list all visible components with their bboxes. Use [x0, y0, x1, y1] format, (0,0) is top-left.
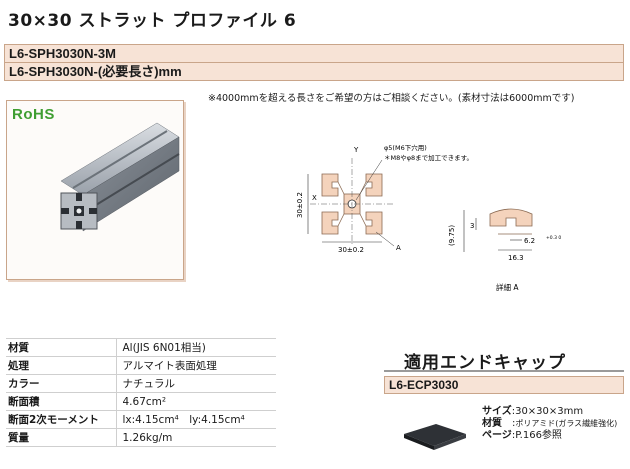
product-photo: [6, 100, 184, 280]
height-dimension: 30±0.2: [296, 192, 304, 218]
end-cap-divider: [384, 370, 624, 372]
hole-label: φ5(M6下穴用): [384, 143, 427, 152]
spec-value-area: 4.67cm²: [115, 392, 276, 411]
spec-value-material: Al(JIS 6N01相当): [115, 338, 276, 357]
table-row: カラー ナチュラル: [6, 374, 276, 393]
width-dimension: 30±0.2: [338, 246, 364, 254]
cross-section-drawing: Y X φ5(M6下穴用) ＊M8やφ8まで加工できます。 30±0.2 30±…: [296, 143, 470, 254]
spec-label-material: 材質: [6, 338, 116, 357]
axis-x-label: X: [312, 194, 317, 202]
spec-value-mass: 1.26kg/m: [115, 428, 276, 447]
table-row: 断面2次モーメント lx:4.15cm⁴ ly:4.15cm⁴: [6, 410, 276, 429]
page-title: 30×30 ストラット プロファイル 6: [8, 11, 297, 31]
axis-y-label: Y: [353, 146, 359, 154]
cap-size-value: 30×30×3mm: [515, 406, 584, 417]
detail-opening-dimension: 6.2: [524, 237, 535, 245]
cap-page-label: ページ: [482, 430, 512, 441]
end-cap-specs: サイズ:30×30×3mm 材質 :ポリアミド(ガラス繊維強化) ページ:P.1…: [482, 406, 618, 441]
model-number-fixed: L6-SPH3030N-3M: [4, 44, 624, 63]
spec-label-area: 断面積: [6, 392, 116, 411]
detail-inner-dimension: 16.3: [508, 254, 524, 262]
end-cap-heading: 適用エンドキャップ: [404, 353, 566, 373]
spec-label-mass: 質量: [6, 428, 116, 447]
table-row: 材質 Al(JIS 6N01相当): [6, 338, 276, 357]
spec-label-color: カラー: [6, 374, 116, 393]
detail-marker: A: [396, 244, 401, 252]
table-row: 質量 1.26kg/m: [6, 428, 276, 447]
end-cap-model: L6-ECP3030: [384, 376, 624, 394]
cap-page-value: P.166参照: [515, 430, 562, 441]
spec-value-treatment: アルマイト表面処理: [115, 356, 276, 375]
spec-label-moment: 断面2次モーメント: [6, 410, 116, 429]
detail-caption: 詳細 A: [496, 282, 519, 292]
cap-size-label: サイズ: [482, 406, 512, 417]
cap-material-value: ポリアミド(ガラス繊維強化): [515, 419, 618, 428]
end-cap-image: [404, 424, 466, 450]
spec-value-color: ナチュラル: [115, 374, 276, 393]
model-number-custom: L6-SPH3030N-(必要長さ)mm: [4, 62, 624, 81]
aluminum-profile-illustration: [60, 122, 180, 232]
detail-depth-dimension: (9.75): [448, 225, 456, 246]
table-row: 処理 アルマイト表面処理: [6, 356, 276, 375]
spec-value-moment: lx:4.15cm⁴ ly:4.15cm⁴: [115, 410, 276, 429]
detail-tolerance: +0.3 0: [546, 235, 561, 241]
length-note: ※4000mmを超える長さをご希望の方はご相談ください。(素材寸法は6000mm…: [208, 93, 575, 104]
spec-table: 材質 Al(JIS 6N01相当) 処理 アルマイト表面処理 カラー ナチュラル…: [6, 338, 276, 447]
detail-slot-dimension: 3: [470, 222, 474, 230]
tap-note: ＊M8やφ8まで加工できます。: [384, 153, 470, 162]
rohs-badge: RoHS: [12, 106, 55, 123]
table-row: 断面積 4.67cm²: [6, 392, 276, 411]
spec-label-treatment: 処理: [6, 356, 116, 375]
detail-a-drawing: (9.75) 3 16.3 6.2 +0.3 0 詳細 A: [448, 208, 561, 292]
cap-material-label: 材質: [482, 418, 502, 429]
